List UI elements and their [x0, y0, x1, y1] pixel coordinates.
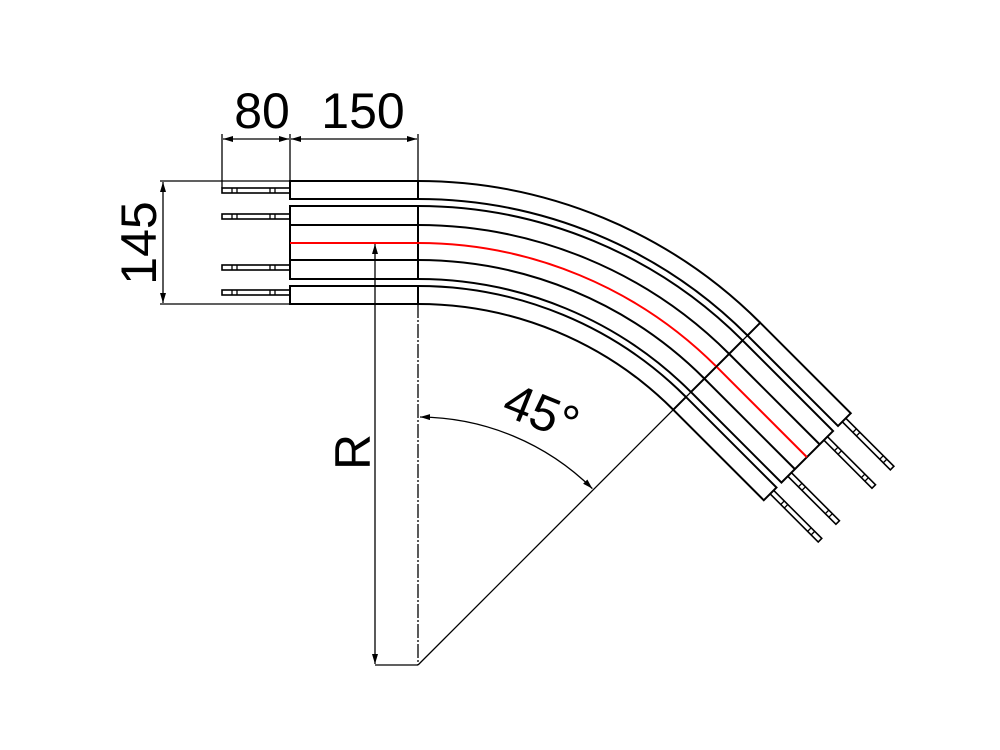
bend-arc	[417, 198, 749, 337]
bend-arc	[417, 180, 761, 324]
bend-arc	[417, 278, 692, 393]
bend-arc	[417, 224, 730, 355]
dim-radius: R	[325, 434, 381, 470]
bend-arc	[417, 285, 687, 398]
dimension-radius: R	[325, 244, 418, 666]
bend-arcs	[417, 180, 761, 411]
dimension-top: 80 150	[221, 83, 419, 188]
centerline-arc	[417, 242, 718, 368]
dimension-width: 145	[111, 180, 290, 305]
bend-arc	[417, 303, 674, 411]
left-straight-section	[222, 181, 418, 304]
dim-straight-length: 150	[321, 83, 404, 139]
bend-arc	[417, 259, 706, 380]
dim-connector-length: 80	[234, 83, 290, 139]
dim-total-width: 145	[111, 201, 167, 284]
angle-axis-line	[417, 322, 761, 666]
dim-angle: 45°	[496, 372, 587, 452]
bend-arc	[417, 205, 744, 342]
dimension-angle: 45°	[419, 372, 593, 490]
